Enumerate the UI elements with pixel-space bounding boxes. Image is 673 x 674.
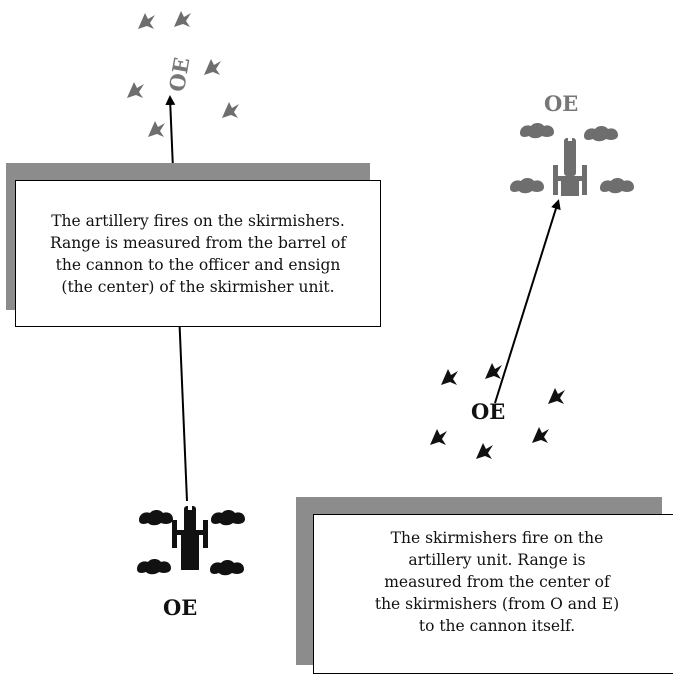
caption-artillery-fires: The artillery fires on the skirmishers. … (15, 180, 381, 327)
caption-skirmishers-fire-text: The skirmishers fire on the artillery un… (374, 529, 620, 635)
oe-label-mid-right: OE (471, 399, 506, 424)
crew-figure (510, 178, 544, 194)
skirmisher-figure (127, 82, 144, 98)
cannon-icon (172, 502, 208, 570)
crew-figure (584, 126, 618, 142)
skirmisher-figure (430, 429, 447, 445)
crew-figure (520, 123, 554, 139)
caption-skirmishers-fire: The skirmishers fire on the artillery un… (313, 514, 673, 674)
skirmisher-figure (222, 102, 239, 118)
caption-artillery-fires-text: The artillery fires on the skirmishers. … (49, 211, 347, 296)
artillery-unit-top-right (510, 123, 634, 196)
crew-figure (139, 510, 173, 526)
skirmisher-figure (138, 13, 155, 29)
oe-label-bottom-left: OE (163, 595, 198, 620)
artillery-unit-bottom-left (137, 502, 245, 576)
crew-figure (137, 559, 171, 575)
skirmisher-figure (204, 59, 221, 75)
skirmisher-figure (441, 369, 458, 385)
skirmisher-figure (548, 388, 565, 404)
skirmisher-figure (476, 443, 493, 459)
skirmisher-figure (174, 11, 191, 27)
range-arrow-skirmishers-to-cannon (494, 199, 561, 404)
crew-figure (600, 178, 634, 194)
skirmisher-figure (532, 427, 549, 443)
skirmisher-figure (148, 121, 165, 137)
cannon-icon (553, 133, 587, 196)
crew-figure (211, 510, 245, 526)
oe-label-top-right: OE (544, 91, 579, 116)
skirmisher-figure (485, 363, 502, 379)
crew-figure (210, 560, 244, 576)
